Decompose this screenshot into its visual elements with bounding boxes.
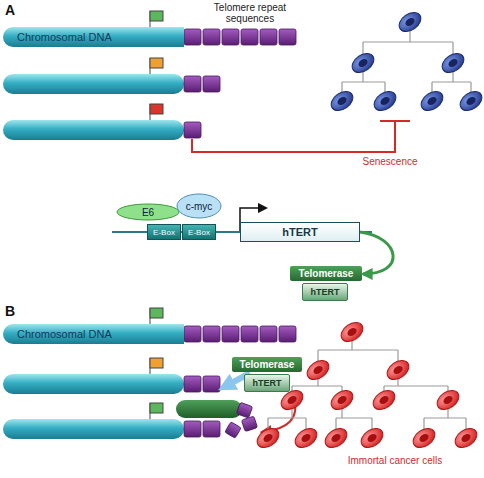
protein-label: c-myc [186,201,213,212]
orange-flag [150,358,163,368]
panel-letter: A [5,2,25,18]
ebox-element: E-Box [147,224,181,240]
telomere-repeat [279,29,296,45]
green-flag [150,308,163,318]
lineage-line [432,72,471,92]
dna-bar [3,419,184,439]
telomere-repeat [184,29,201,45]
normal-cell [418,88,447,115]
telomere-repeat [184,122,201,138]
telomere-repeat [184,376,201,392]
normal-cell [439,50,468,77]
cancer-cell [410,425,439,452]
telomere-repeat [241,29,258,45]
telomere-repeat [203,376,220,392]
lineage-line [268,409,306,429]
cancer-cell [384,357,413,384]
telomere-repeat [203,29,220,45]
lineage-line [336,409,372,429]
normal-cell [457,88,484,115]
outcome-label: Senescence [345,156,435,167]
green-flag [150,403,163,413]
cancer-cell [304,357,333,384]
senescence-inhibition-line [192,121,410,152]
normal-cell [371,88,400,115]
lineage-line [342,72,385,92]
telomerase-complex: Telomerase hTERT [232,357,302,393]
annotation: Telomere repeat sequences [208,2,292,24]
normal-cells [328,9,484,115]
telomere-repeats-b [184,326,296,437]
telomere-repeat [260,29,277,45]
cancer-cell [434,387,463,414]
cancer-cell [338,319,367,346]
telomere-repeat [203,326,220,342]
subunit-label: hTERT [311,287,340,297]
cancer-cell [358,425,387,452]
subunit-label: hTERT [253,378,282,388]
gene-box: hTERT [240,222,360,242]
dna-bar [3,120,184,140]
telomere-repeats-a [184,29,296,138]
oval-shape [177,194,221,218]
lineage-line [363,31,453,54]
cancer-cell [322,425,351,452]
telomerase-enzyme [176,400,242,418]
cancer-cell [328,387,357,414]
telomere-repeat [222,29,239,45]
green-flag [150,11,163,21]
normal-cell [349,50,378,77]
dna-bar: Chromosomal DNA [3,27,184,47]
lineage-line [424,409,466,429]
cancer-cell [254,425,283,452]
lineage-line [384,379,448,391]
cancer-cell [370,387,399,414]
red-flag [150,104,163,114]
dna-label: Chromosomal DNA [17,31,112,43]
lineage-line [292,379,342,391]
orange-flag [150,58,163,68]
dna-bar [3,374,184,394]
telomere-repeat [184,326,201,342]
telomerase-complex: Telomerase hTERT [290,266,362,302]
telomere-repeat [184,421,201,437]
cancer-cell [452,425,481,452]
telomere-repeat [236,402,252,418]
cmyc-oval: c-myc [176,193,222,219]
normal-cell [328,88,357,115]
telomere-repeat [184,76,201,92]
ebox-element: E-Box [182,224,216,240]
protein-label: E6 [142,207,154,218]
telomere-repeat [225,422,241,438]
telomere-repeat [241,416,257,431]
cancer-lineage-lines [268,341,466,429]
e6-oval: E6 [116,203,180,221]
oval-shape [117,204,179,220]
telomere-repeat [203,421,220,437]
telomere-repeat [260,326,277,342]
htert-subunit: hTERT [302,283,348,301]
gene-label: hTERT [282,226,317,238]
telomere-repeat [279,326,296,342]
enzyme-label: Telomerase [232,357,302,372]
outcome-label: Immortal cancer cells [330,455,460,466]
htert-subunit: hTERT [244,374,290,392]
dna-bar: Chromosomal DNA [3,324,184,344]
dna-bar [3,74,184,94]
element-label: E-Box [188,228,210,237]
telomere-repeat [203,76,220,92]
telomere-repeat [241,326,258,342]
new-repeats [225,402,258,438]
element-label: E-Box [153,228,175,237]
panel-letter: B [5,303,25,319]
lineage-line [318,341,398,361]
normal-cell [396,9,425,36]
enzyme-label: Telomerase [290,266,362,281]
expression-arrow [360,232,393,274]
telomere-repeat [222,326,239,342]
cancer-cell [292,425,321,452]
cell-lineage-lines [342,31,471,92]
dna-label: Chromosomal DNA [17,328,112,340]
